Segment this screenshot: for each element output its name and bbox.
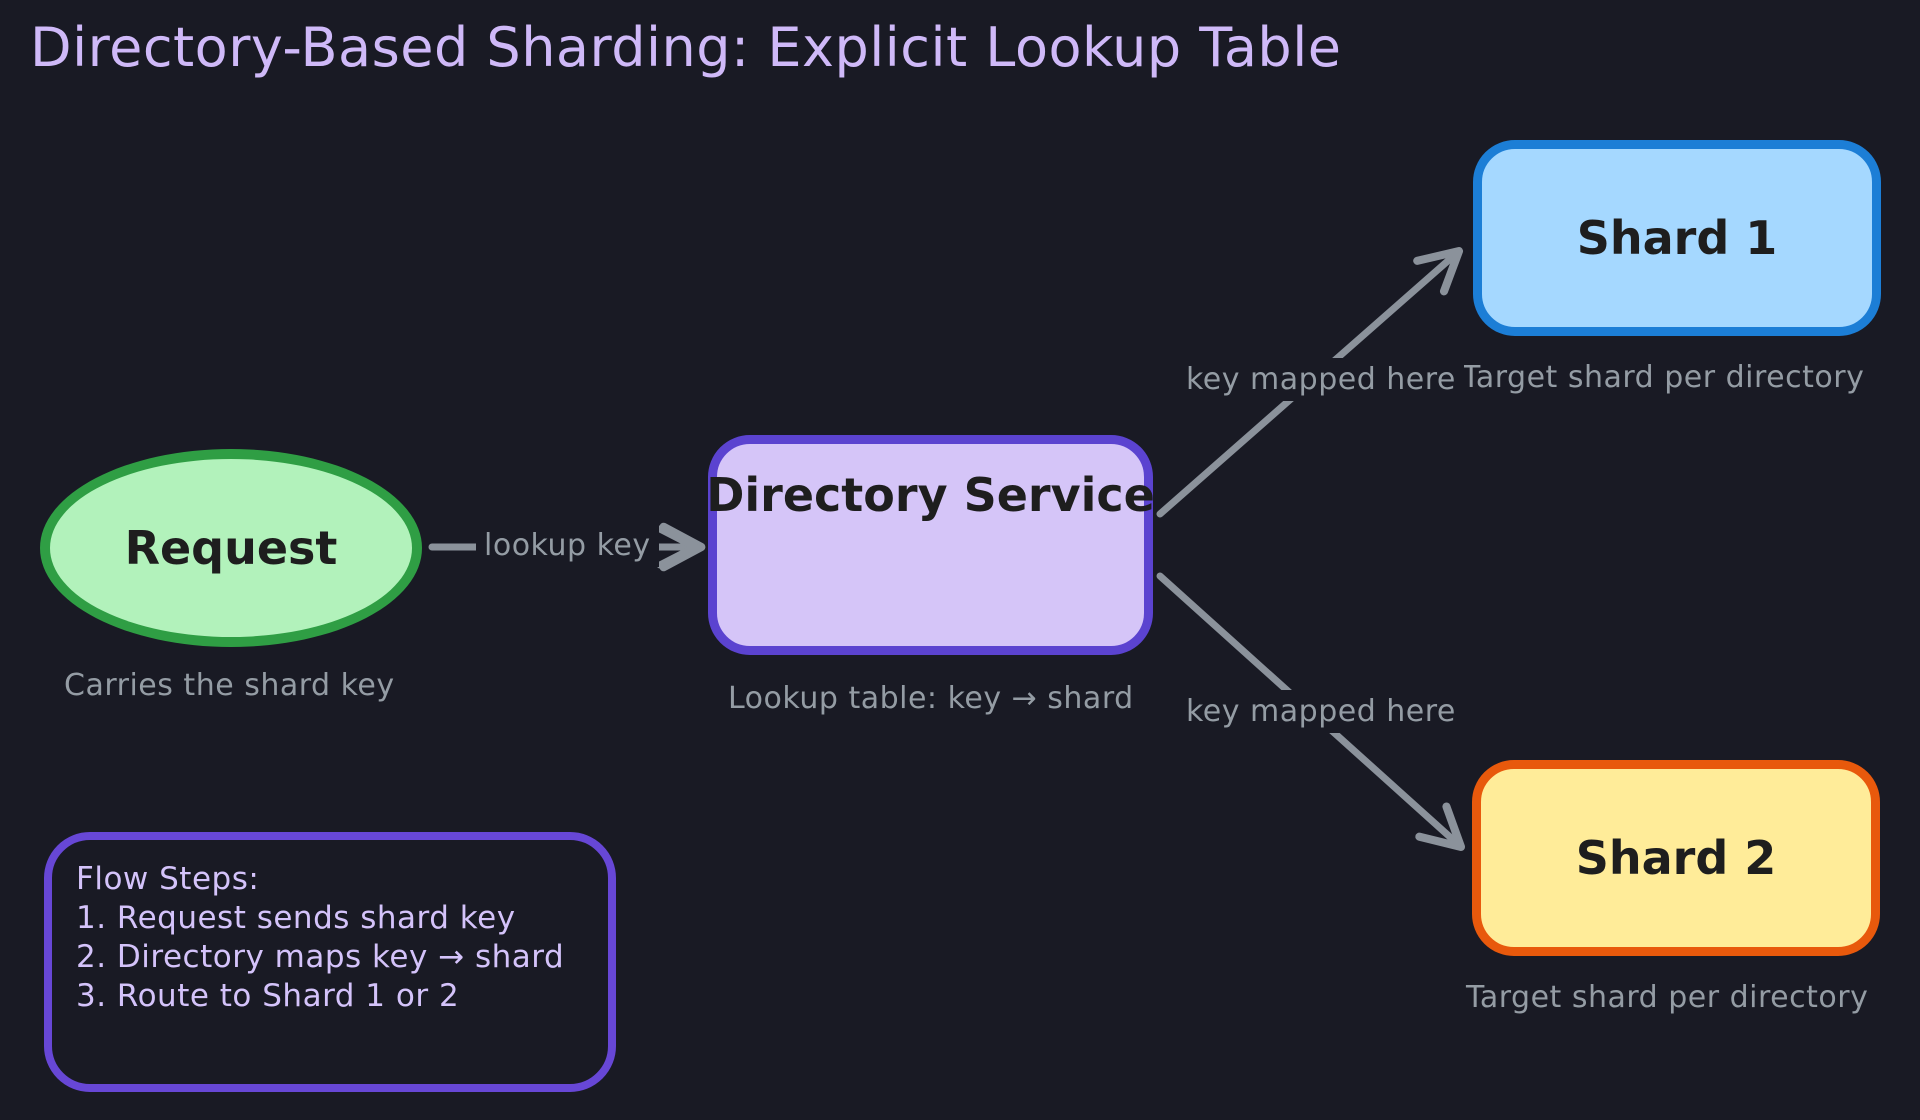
caption-directory-service: Lookup table: key → shard [728, 681, 1134, 716]
node-request: Request [40, 449, 422, 647]
diagram-title: Directory-Based Sharding: Explicit Looku… [30, 16, 1342, 79]
edge-label-key-mapped-here-bottom: key mapped here [1178, 690, 1464, 733]
flow-step-1: 1. Request sends shard key [76, 900, 516, 936]
flow-steps-heading: Flow Steps: [76, 861, 260, 897]
node-directory-label: Directory Service [706, 468, 1155, 522]
arrow-request-double-chevron-icon [656, 525, 703, 569]
node-directory-service: Directory Service [706, 435, 1155, 655]
node-request-label: Request [124, 521, 338, 575]
caption-shard-1: Target shard per directory [1462, 360, 1865, 395]
node-shard2-label: Shard 2 [1575, 831, 1777, 885]
node-shard-1: Shard 1 [1473, 140, 1881, 336]
flow-steps-box: Flow Steps: 1. Request sends shard key 2… [44, 832, 616, 1092]
flow-step-3: 3. Route to Shard 1 or 2 [76, 978, 460, 1014]
node-shard1-label: Shard 1 [1576, 211, 1778, 265]
caption-shard-2: Target shard per directory [1466, 980, 1869, 1015]
flow-step-2: 2. Directory maps key → shard [76, 939, 565, 975]
caption-request: Carries the shard key [64, 668, 395, 703]
edge-label-key-mapped-here-top: key mapped here [1178, 358, 1464, 401]
node-shard-2: Shard 2 [1472, 760, 1880, 956]
edge-label-lookup-key: lookup key [476, 524, 659, 567]
